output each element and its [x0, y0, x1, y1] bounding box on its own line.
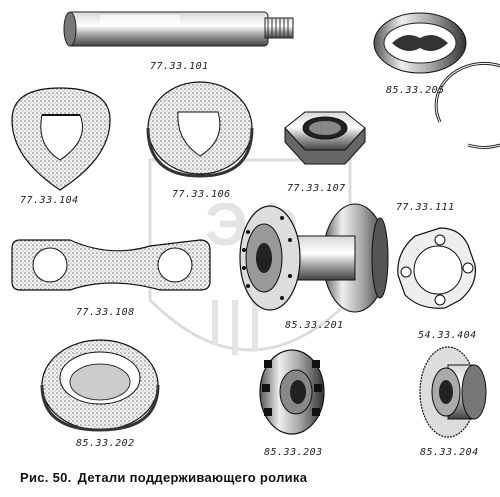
- label-snap-ring: 77.33.111: [396, 202, 455, 213]
- hex-nut-part: [284, 111, 366, 165]
- hub-flange-part: [259, 349, 325, 435]
- label-roller: 85.33.201: [285, 320, 344, 331]
- label-hex-nut: 77.33.107: [287, 183, 346, 194]
- thick-washer-part: [146, 81, 254, 178]
- figure-number: Рис. 50.: [20, 470, 72, 485]
- label-seal-ring: 85.33.202: [76, 438, 135, 449]
- figure-title: Детали поддерживающего ролика: [77, 470, 308, 485]
- figure-caption: Рис. 50. Детали поддерживающего ролика: [20, 470, 313, 485]
- d-washer-part: [11, 87, 111, 191]
- cap-seal-part: [373, 12, 467, 74]
- label-d-washer: 77.33.104: [20, 195, 79, 206]
- label-cap-seal: 85.33.205: [386, 85, 445, 96]
- snap-ring-part: [434, 61, 500, 149]
- shaft-part: [63, 11, 294, 47]
- seal-ring-part: [40, 339, 160, 432]
- label-hub-flange: 85.33.203: [264, 447, 323, 458]
- label-gasket: 54.33.404: [418, 330, 477, 341]
- gasket-part: [397, 227, 477, 309]
- roller-part: [239, 203, 389, 313]
- label-shaft: 77.33.101: [150, 61, 209, 72]
- label-hub-cup: 85.33.204: [420, 447, 479, 458]
- hub-cup-part: [419, 346, 487, 438]
- label-thick-washer: 77.33.106: [172, 189, 231, 200]
- label-lever: 77.33.108: [76, 307, 135, 318]
- lever-part: [11, 239, 211, 291]
